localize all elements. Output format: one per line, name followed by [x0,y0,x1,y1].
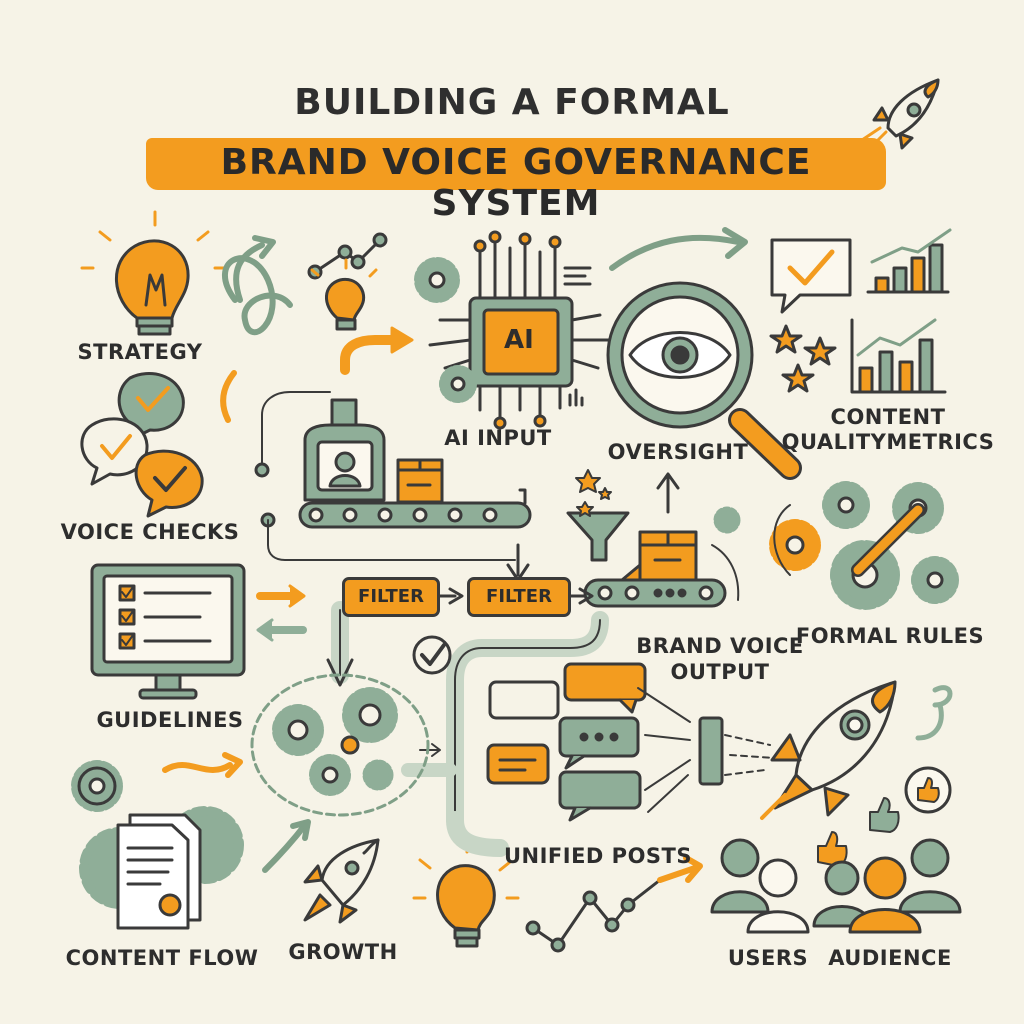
chip-label: AI [504,325,534,355]
label-growth: GROWTH [288,940,398,964]
gear-machine-icon [250,673,430,817]
thumbs-up-bubble-icon [817,766,952,867]
ai-chip-icon [428,230,612,430]
growth-arrow-icon [262,822,308,873]
bottom-lightbulb-icon [412,840,520,948]
curved-arrow-icon [609,234,741,271]
wavy-arrow-icon [162,762,233,773]
label-audience: AUDIENCE [828,946,952,970]
conveyor-bottom-icon [583,578,727,608]
label-brand-voice-1: BRAND VOICE [636,634,804,658]
big-rocket-icon [760,680,897,820]
gate-icon [698,716,724,786]
label-formal-rules: FORMAL RULES [795,624,985,648]
audience-group-icon [812,838,962,934]
filter-pill-1: FILTER [342,577,440,617]
unified-posts-bubbles-icon [486,662,647,822]
bar-chart-icon [866,228,952,294]
conveyor-top-icon [298,488,532,529]
funnel-icon [566,469,630,562]
label-unified-posts: UNIFIED POSTS [503,844,693,868]
spiral-arrow-icon [221,235,293,336]
label-content-quality-1: CONTENT [830,405,946,429]
box-icon [396,458,444,504]
title-rocket-icon [860,78,940,150]
stars-icon [769,324,837,393]
squiggle-icon [915,685,953,741]
label-content-quality-2: QUALITYMETRICS [781,430,995,454]
bottom-trend-icon [525,855,703,953]
output-box-icon [620,530,698,582]
title-highlight [146,138,886,190]
documents-icon [116,813,202,930]
label-strategy: STRATEGY [77,340,203,364]
filter-pill-2: FILTER [467,577,571,617]
label-voice-checks: VOICE CHECKS [60,520,240,544]
check-circle-icon [412,635,452,675]
title-line-1: BUILDING A FORMAL [294,82,730,123]
approval-bubble-icon [770,238,852,314]
gear-icon [414,257,477,403]
users-group-icon [710,838,810,934]
quality-chart-icon [850,318,947,394]
strategy-lightbulb-icon [80,210,228,336]
label-ai-input: AI INPUT [444,426,552,450]
label-content-flow: CONTENT FLOW [65,946,259,970]
label-users: USERS [727,946,809,970]
label-oversight: OVERSIGHT [607,440,749,464]
title-line-2: BRAND VOICE GOVERNANCE SYSTEM [220,142,812,224]
text-lines-icon [563,266,592,286]
speed-lines-icon [637,687,776,813]
content-dispenser-icon [303,326,414,502]
small-orange-arrow-icon [220,370,237,423]
guidelines-monitor-icon [90,563,246,700]
oversight-magnifier-icon [606,281,802,480]
voice-checks-bubbles-icon [80,372,204,518]
label-guidelines: GUIDELINES [96,708,244,732]
formal-rules-gears-icon [713,481,959,610]
growth-rocket-icon [303,838,380,924]
signal-bars-icon [568,388,584,407]
label-brand-voice-2: OUTPUT [670,660,770,684]
content-flow-gear-icon [71,760,123,812]
small-lightbulb-icon [310,258,378,331]
